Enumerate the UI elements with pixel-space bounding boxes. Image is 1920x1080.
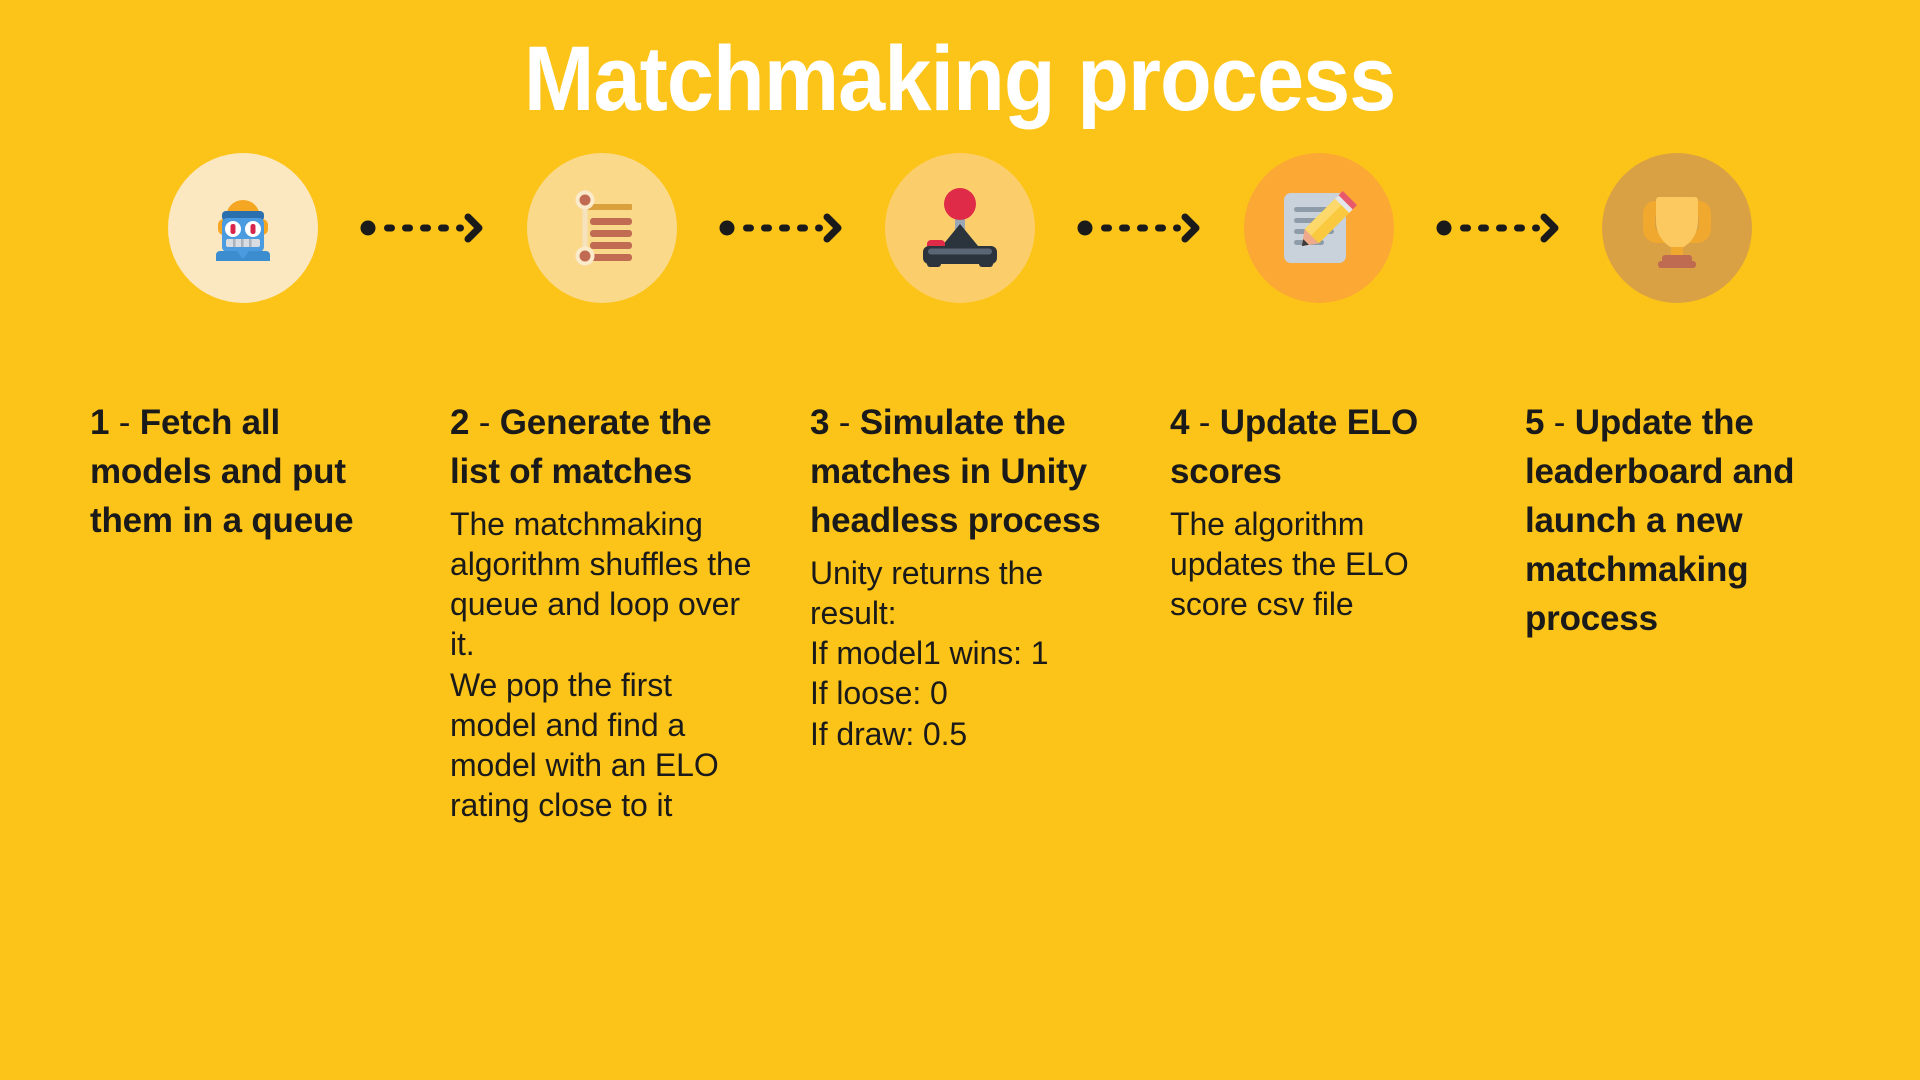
step-separator-4: - [1189, 403, 1220, 442]
step-number-1: 1 [90, 403, 110, 442]
robot-icon [204, 189, 282, 267]
step-separator-1: - [109, 403, 140, 442]
arrow-step-3-to-4 [1035, 208, 1244, 248]
step-column-5: 5 - Update the leaderboard and launch a … [1525, 398, 1865, 825]
step-number-4: 4 [1170, 403, 1190, 442]
step-column-4: 4 - Update ELO scores The algorithm upda… [1170, 398, 1525, 825]
step-column-2: 2 - Generate the list of matches The mat… [450, 398, 810, 825]
step-icon-circle-3 [885, 153, 1035, 303]
joystick-icon [917, 186, 1003, 270]
arrow-step-4-to-5 [1394, 208, 1603, 248]
step-heading-text-1: Fetch all models and put them in a queue [90, 403, 354, 540]
step-icon-row [0, 153, 1920, 303]
checklist-icon [566, 190, 638, 266]
step-icon-circle-2 [526, 153, 677, 303]
step-number-2: 2 [450, 403, 470, 442]
trophy-icon [1635, 187, 1719, 269]
step-column-1: 1 - Fetch all models and put them in a q… [90, 398, 450, 825]
step-icon-circle-4 [1243, 153, 1394, 303]
step-heading-text-2: Generate the list of matches [450, 403, 712, 491]
step-body-4: The algorithm updates the ELO score csv … [1170, 506, 1409, 623]
arrow-step-2-to-3 [677, 208, 886, 248]
step-heading-1: 1 - Fetch all models and put them in a q… [90, 398, 392, 545]
step-separator-2: - [469, 403, 500, 442]
document-pencil-icon [1278, 187, 1360, 269]
step-body-3: Unity returns the result: If model1 wins… [810, 555, 1049, 752]
step-separator-5: - [1544, 403, 1575, 442]
step-heading-5: 5 - Update the leaderboard and launch a … [1525, 398, 1807, 643]
step-number-3: 3 [810, 403, 830, 442]
step-heading-3: 3 - Simulate the matches in Unity headle… [810, 398, 1112, 545]
step-icon-circle-1 [168, 153, 318, 303]
step-icon-circle-5 [1602, 153, 1752, 303]
step-columns: 1 - Fetch all models and put them in a q… [0, 398, 1920, 825]
title-bar: Matchmaking process [0, 0, 1920, 140]
step-heading-text-3: Simulate the matches in Unity headless p… [810, 403, 1101, 540]
step-number-5: 5 [1525, 403, 1545, 442]
arrow-step-1-to-2 [318, 208, 527, 248]
step-separator-3: - [829, 403, 860, 442]
step-column-3: 3 - Simulate the matches in Unity headle… [810, 398, 1170, 825]
step-heading-text-5: Update the leaderboard and launch a new … [1525, 403, 1795, 638]
step-heading-2: 2 - Generate the list of matches [450, 398, 752, 496]
step-heading-4: 4 - Update ELO scores [1170, 398, 1467, 496]
step-body-2: The matchmaking algorithm shuffles the q… [450, 506, 752, 824]
step-heading-text-4: Update ELO scores [1170, 403, 1419, 491]
page-title: Matchmaking process [524, 28, 1396, 130]
